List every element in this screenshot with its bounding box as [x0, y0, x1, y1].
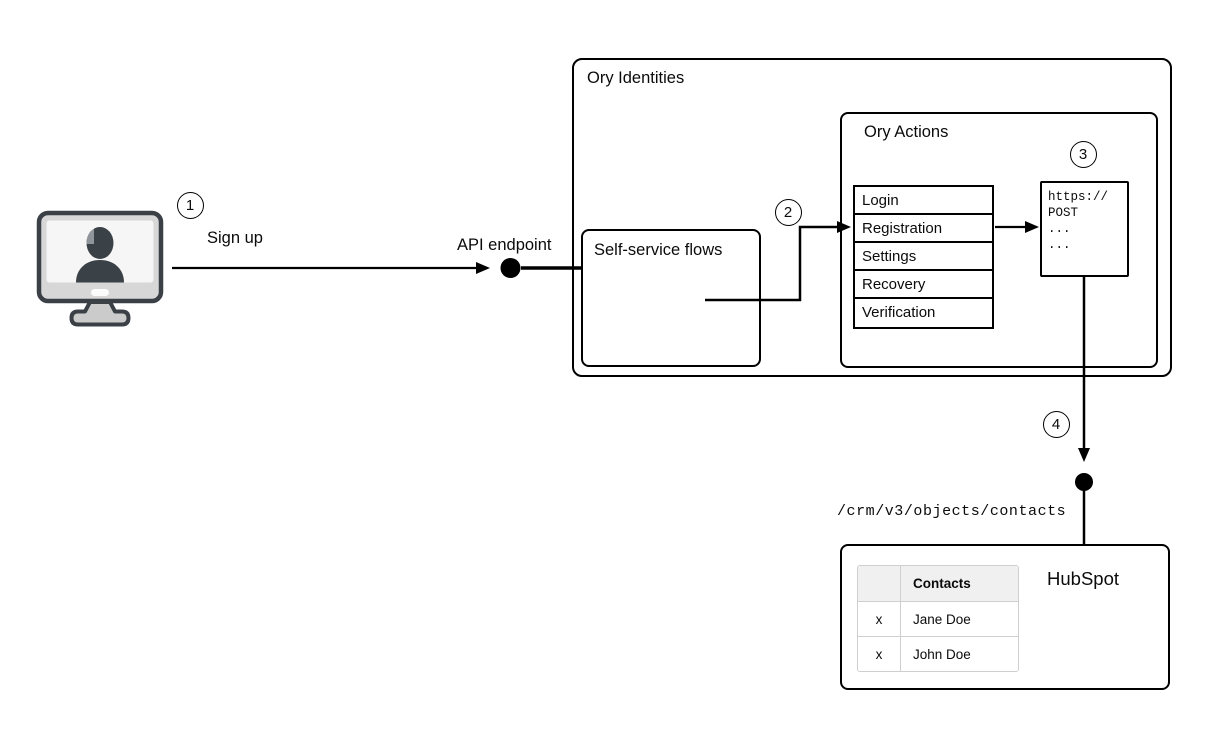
- flow-row-registration: Registration: [855, 215, 992, 243]
- code-line: https://: [1048, 190, 1109, 204]
- webhook-code-box: https:// POST ... ...: [1040, 181, 1129, 277]
- user-silhouette-icon: [76, 227, 124, 283]
- contacts-header-name: Contacts: [901, 566, 1018, 601]
- endpoint-dot-icon: [1075, 473, 1093, 491]
- api-endpoint-label: API endpoint: [457, 236, 552, 254]
- flow-row-verification: Verification: [855, 299, 992, 327]
- step-number: 1: [185, 196, 195, 214]
- signup-label: Sign up: [207, 229, 263, 247]
- step-badge-2: 2: [774, 198, 802, 226]
- contact-row-select: x: [858, 636, 901, 671]
- step-badge-4: 4: [1042, 410, 1070, 438]
- contacts-table: Contacts x Jane Doe x John Doe: [857, 565, 1019, 672]
- contact-row-select: x: [858, 601, 901, 636]
- endpoint-dot-icon: [500, 258, 521, 278]
- ory-actions-box: [840, 112, 1158, 368]
- hubspot-box: [840, 544, 1170, 690]
- contact-row-name: Jane Doe: [901, 601, 1018, 636]
- hubspot-title: HubSpot: [1047, 568, 1119, 589]
- flow-row-recovery: Recovery: [855, 271, 992, 299]
- monitor-button: [91, 289, 109, 296]
- ory-actions-title: Ory Actions: [864, 123, 949, 141]
- step-badge-3: 3: [1069, 140, 1097, 168]
- ory-identities-title: Ory Identities: [587, 69, 685, 87]
- step-badge-1: 1: [176, 191, 204, 219]
- monitor-user-icon: [36, 210, 164, 327]
- signup-arrowhead-icon: [476, 262, 490, 274]
- monitor-stand: [69, 300, 131, 327]
- flows-table: Login Registration Settings Recovery Ver…: [853, 185, 994, 329]
- step-number: 3: [1078, 145, 1088, 163]
- code-line: ...: [1048, 238, 1071, 252]
- contact-row-name: John Doe: [901, 636, 1018, 671]
- self-service-flows-title: Self-service flows: [594, 241, 723, 259]
- hubspot-endpoint-path: /crm/v3/objects/contacts: [837, 503, 1067, 520]
- flow-row-login: Login: [855, 187, 992, 215]
- step-number: 2: [783, 203, 793, 221]
- code-line: POST: [1048, 206, 1079, 220]
- down-arrowhead-icon: [1078, 448, 1090, 462]
- step-number: 4: [1051, 415, 1061, 433]
- contacts-header-select: [858, 566, 901, 601]
- flow-row-settings: Settings: [855, 243, 992, 271]
- code-line: ...: [1048, 222, 1071, 236]
- ory-identities-box: [572, 58, 1172, 377]
